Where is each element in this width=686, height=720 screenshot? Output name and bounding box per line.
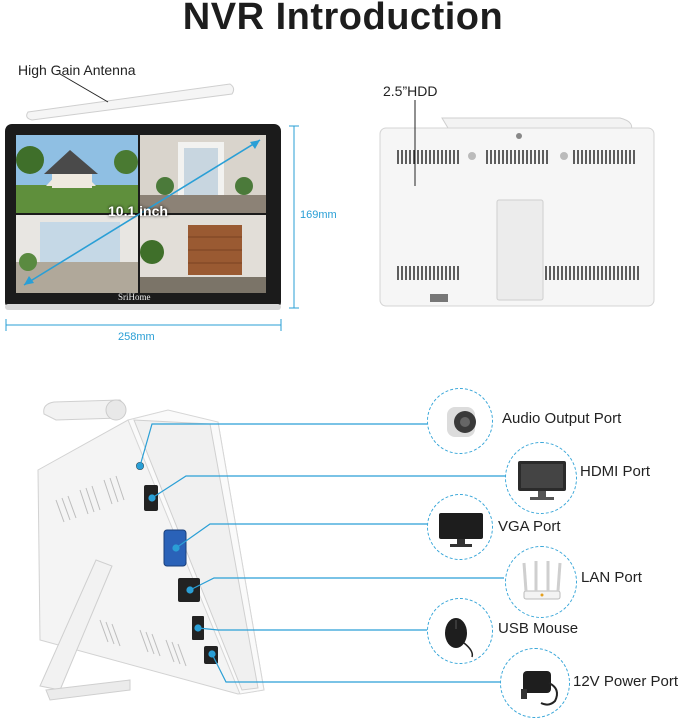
- router-icon: [505, 546, 577, 618]
- port-label-power: 12V Power Port: [573, 673, 679, 690]
- port-label-lan: LAN Port: [581, 569, 642, 586]
- height-dimension: 169mm: [300, 209, 337, 221]
- side-nvr-illustration: [37, 399, 265, 701]
- camera-quad-4: [140, 215, 266, 293]
- page-title: NVR Introduction: [182, 0, 504, 38]
- width-dimension: 258mm: [118, 331, 155, 343]
- antenna-label: High Gain Antenna: [18, 62, 136, 78]
- camera-quad-1: [16, 135, 138, 213]
- port-label-audio: Audio Output Port: [502, 410, 622, 427]
- hdd-label: 2.5”HDD: [383, 83, 438, 99]
- monitor-icon: [427, 494, 493, 560]
- port-label-hdmi: HDMI Port: [580, 463, 651, 480]
- brand-logo: SriHome: [118, 292, 151, 302]
- screen-size-label: 10.1 inch: [108, 203, 168, 219]
- power-adapter-icon: [500, 648, 570, 718]
- antenna: [26, 83, 235, 121]
- port-label-usb-mouse: USB Mouse: [498, 620, 579, 637]
- monitor-icon: [505, 442, 577, 514]
- mouse-icon: [427, 598, 493, 664]
- back-vents: [397, 150, 639, 280]
- port-label-vga: VGA Port: [498, 518, 561, 535]
- speaker-icon: [427, 388, 493, 454]
- connector-lines: [136, 423, 508, 683]
- back-nvr-illustration: [379, 100, 655, 307]
